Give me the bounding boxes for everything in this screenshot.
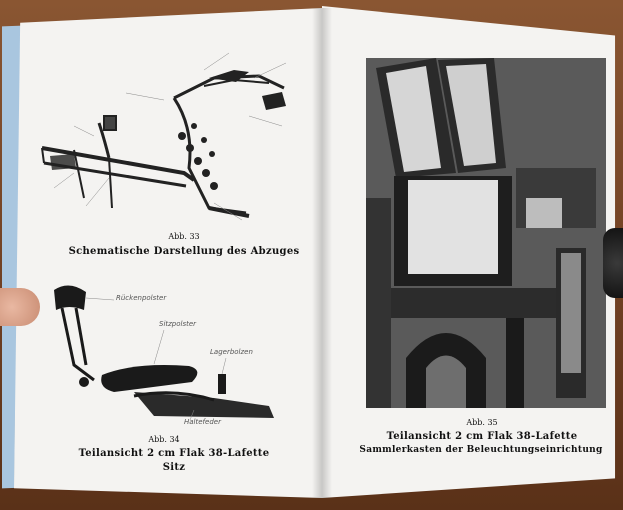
seat-diagram xyxy=(54,285,274,421)
fig35-subtitle: Sammlerkasten der Beleuchtungseinrichtun… xyxy=(359,445,603,455)
battery-box-photo xyxy=(366,58,606,408)
trigger-diagram xyxy=(41,52,287,221)
fig34-number: Abb. 34 xyxy=(148,435,180,444)
fig35-number: Abb. 35 xyxy=(466,418,498,427)
label-seat-cushion: Sitzpolster xyxy=(159,320,197,328)
fig35-title: Teilansicht 2 cm Flak 38-Lafette xyxy=(386,431,578,442)
book-gutter xyxy=(312,8,332,498)
fig33-title: Schematische Darstellung des Abzuges xyxy=(68,246,300,257)
thumb xyxy=(0,288,40,326)
label-back-cushion: Rückenpolster xyxy=(116,294,167,302)
label-retaining-spring: Haltefeder xyxy=(184,418,221,426)
fig34-subtitle: Sitz xyxy=(162,462,186,473)
fig33-number: Abb. 33 xyxy=(168,232,200,241)
left-page: Abb. 33 Schematische Darstellung des Abz… xyxy=(14,8,322,498)
label-bearing-pin: Lagerbolzen xyxy=(210,348,253,356)
dark-object-edge xyxy=(603,228,623,298)
fig34-title: Teilansicht 2 cm Flak 38-Lafette xyxy=(78,448,270,459)
right-page: Abb. 35 Teilansicht 2 cm Flak 38-Lafette… xyxy=(322,6,616,498)
